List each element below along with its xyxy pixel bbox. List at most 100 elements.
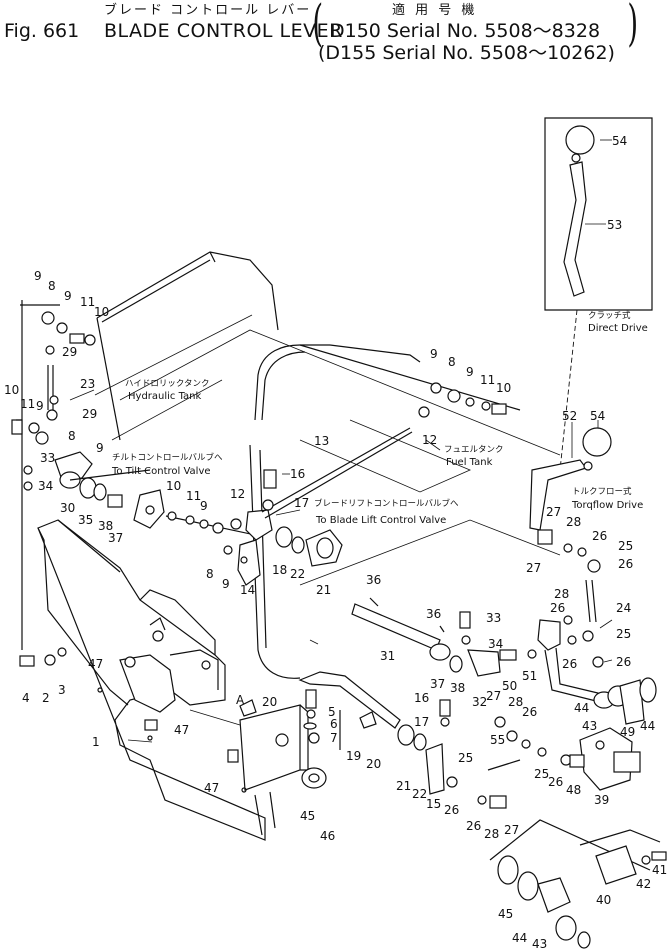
callout-44: 44 bbox=[640, 719, 655, 733]
fuel-tank-frame bbox=[249, 344, 561, 679]
callout-45: 45 bbox=[498, 907, 513, 921]
callout-20: 20 bbox=[262, 695, 277, 709]
callout-A: A bbox=[236, 693, 245, 707]
callout-26: 26 bbox=[562, 657, 577, 671]
callout-43: 43 bbox=[532, 937, 547, 951]
callout-9: 9 bbox=[34, 269, 42, 283]
serial-range-d150: D150 Serial No. 5508～8328 bbox=[330, 20, 601, 42]
note-direct-drive-jp: クラッチ式 bbox=[588, 310, 631, 321]
callout-26: 26 bbox=[548, 775, 563, 789]
callout-16: 16 bbox=[290, 467, 305, 481]
callout-29: 29 bbox=[62, 345, 77, 359]
figure-number: Fig. 661 bbox=[4, 20, 80, 42]
shaft-assembly bbox=[351, 597, 537, 677]
callout-46: 46 bbox=[320, 829, 335, 843]
callout-12: 12 bbox=[422, 433, 437, 447]
callout-25: 25 bbox=[616, 627, 631, 641]
note-direct-drive-en: Direct Drive bbox=[588, 323, 648, 334]
note-torqflow-drive-jp: トルクフロー式 bbox=[572, 486, 632, 497]
callout-6: 6 bbox=[330, 717, 338, 731]
callout-9: 9 bbox=[430, 347, 438, 361]
callout-27: 27 bbox=[504, 823, 519, 837]
callout-39: 39 bbox=[594, 793, 609, 807]
note-tilt-valve-jp: チルトコントロールバルブへ bbox=[112, 452, 223, 463]
callout-54: 54 bbox=[612, 134, 627, 148]
callout-33: 33 bbox=[40, 451, 55, 465]
note-fuel-tank-en: Fuel Tank bbox=[446, 457, 493, 468]
callout-28: 28 bbox=[508, 695, 523, 709]
callout-38: 38 bbox=[98, 519, 113, 533]
callout-31: 31 bbox=[380, 649, 395, 663]
callout-11: 11 bbox=[480, 373, 495, 387]
callout-49: 49 bbox=[620, 725, 635, 739]
tilt-lever-linkage bbox=[165, 427, 413, 586]
callout-29: 29 bbox=[82, 407, 97, 421]
part-callouts: 54 53 52 54 9 8 9 11 10 29 23 29 10 11 9… bbox=[4, 134, 667, 951]
callout-27: 27 bbox=[546, 505, 561, 519]
torqflow-lever bbox=[529, 427, 612, 531]
note-torqflow-drive-en: Torqflow Drive bbox=[571, 500, 643, 511]
callout-37: 37 bbox=[108, 531, 123, 545]
callout-34: 34 bbox=[38, 479, 53, 493]
callout-47: 47 bbox=[174, 723, 189, 737]
callout-45: 45 bbox=[300, 809, 315, 823]
note-tilt-valve-en: To Tilt Control Valve bbox=[111, 466, 211, 477]
callout-38: 38 bbox=[450, 681, 465, 695]
callout-30: 30 bbox=[60, 501, 75, 515]
callout-27: 27 bbox=[486, 689, 501, 703]
callout-51: 51 bbox=[522, 669, 537, 683]
note-hydraulic-tank-en: Hydraulic Tank bbox=[128, 391, 202, 402]
callout-26: 26 bbox=[592, 529, 607, 543]
callout-9: 9 bbox=[200, 499, 208, 513]
callout-32: 32 bbox=[472, 695, 487, 709]
callout-10: 10 bbox=[4, 383, 19, 397]
note-fuel-tank-jp: フュエルタンク bbox=[444, 445, 504, 455]
bottom-parts bbox=[301, 767, 667, 949]
callout-17: 17 bbox=[294, 496, 309, 510]
callout-28: 28 bbox=[554, 587, 569, 601]
main-bracket bbox=[37, 519, 309, 841]
callout-50: 50 bbox=[502, 679, 517, 693]
notes: ハイドロリックタンク Hydraulic Tank チルトコントロールバルブへ … bbox=[111, 310, 648, 526]
callout-40: 40 bbox=[596, 893, 611, 907]
callout-9: 9 bbox=[222, 577, 230, 591]
upper-right-linkage bbox=[418, 382, 507, 418]
note-blade-lift-valve-en: To Blade Lift Control Valve bbox=[315, 515, 446, 526]
callout-36: 36 bbox=[366, 573, 381, 587]
callout-11: 11 bbox=[80, 295, 95, 309]
callout-48: 48 bbox=[566, 783, 581, 797]
callout-7: 7 bbox=[330, 731, 338, 745]
callout-9: 9 bbox=[466, 365, 474, 379]
callout-25: 25 bbox=[534, 767, 549, 781]
callout-4: 4 bbox=[22, 691, 30, 705]
callout-28: 28 bbox=[566, 515, 581, 529]
bracket-open: ( bbox=[312, 0, 324, 52]
callout-21: 21 bbox=[316, 583, 331, 597]
callout-13: 13 bbox=[314, 434, 329, 448]
callout-47: 47 bbox=[204, 781, 219, 795]
callout-41: 41 bbox=[652, 863, 667, 877]
callout-9: 9 bbox=[64, 289, 72, 303]
callout-44: 44 bbox=[512, 931, 527, 945]
callout-26: 26 bbox=[616, 655, 631, 669]
callout-43: 43 bbox=[582, 719, 597, 733]
callout-26: 26 bbox=[522, 705, 537, 719]
callout-8: 8 bbox=[48, 279, 56, 293]
callout-33: 33 bbox=[486, 611, 501, 625]
callout-54-torqflow: 54 bbox=[590, 409, 605, 423]
callout-23: 23 bbox=[80, 377, 95, 391]
callout-47: 47 bbox=[88, 657, 103, 671]
title-english: BLADE CONTROL LEVER bbox=[104, 20, 343, 42]
callout-55: 55 bbox=[490, 733, 505, 747]
callout-25: 25 bbox=[618, 539, 633, 553]
callout-5: 5 bbox=[328, 705, 336, 719]
callout-22: 22 bbox=[412, 787, 427, 801]
callout-16: 16 bbox=[414, 691, 429, 705]
callout-8: 8 bbox=[206, 567, 214, 581]
lower-shaft-assembly bbox=[239, 671, 547, 809]
callout-36: 36 bbox=[426, 607, 441, 621]
bracket-close: ) bbox=[627, 0, 639, 52]
callout-26: 26 bbox=[618, 557, 633, 571]
callout-42: 42 bbox=[636, 877, 651, 891]
